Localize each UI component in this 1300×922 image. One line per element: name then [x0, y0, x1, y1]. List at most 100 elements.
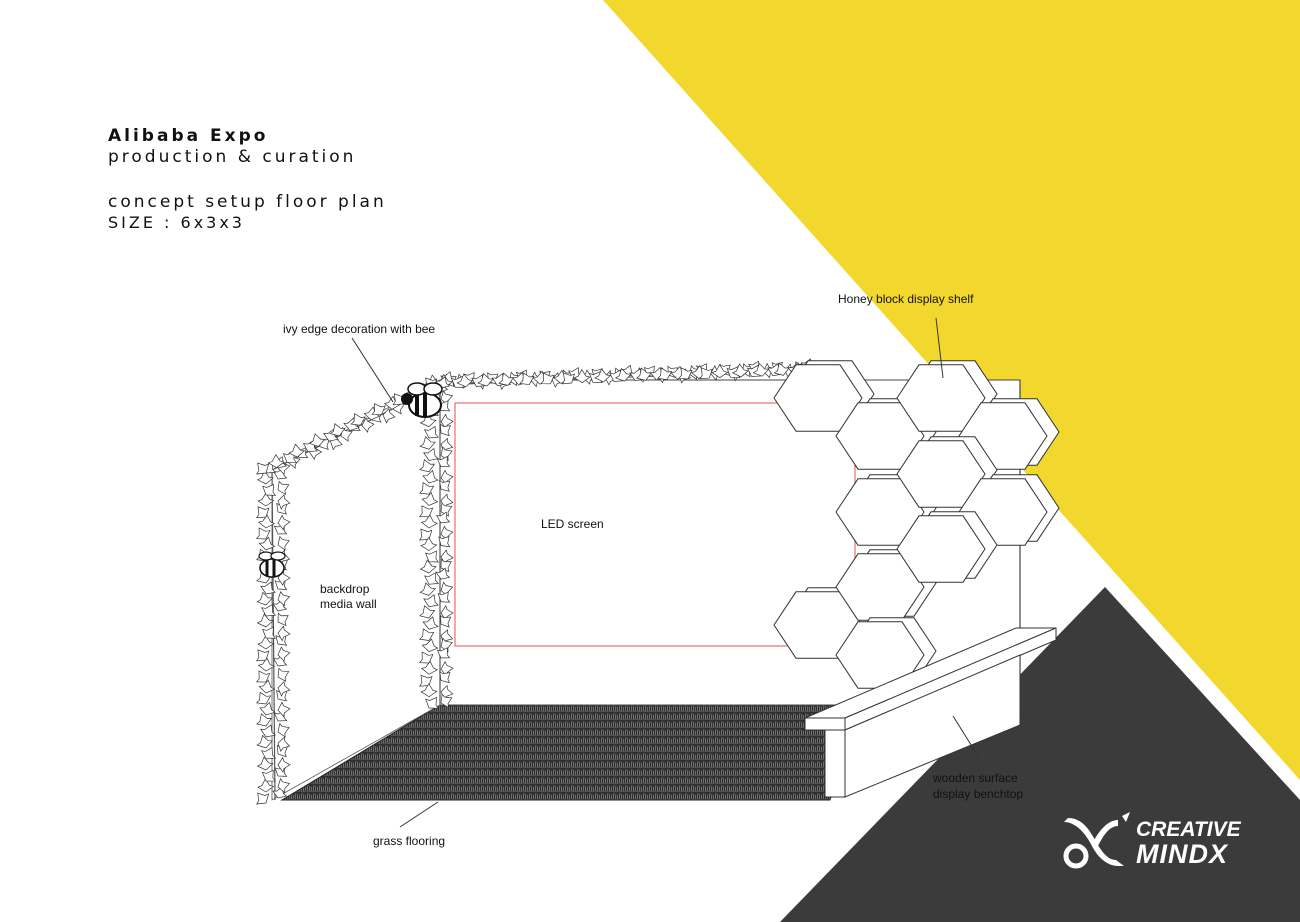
ivy-leaf	[422, 616, 439, 630]
ivy-leaf	[440, 446, 453, 462]
ivy-leaf	[418, 628, 435, 641]
ivy-leaf	[277, 535, 290, 551]
ivy-leaf	[594, 368, 612, 383]
ivy-leaf	[262, 626, 277, 639]
ivy-leaf	[437, 591, 451, 603]
ivy-leaf	[731, 363, 749, 378]
ivy-leaf	[440, 502, 453, 517]
ivy-leaf	[420, 514, 438, 529]
ivy-leaf	[440, 637, 453, 653]
ivy-leaf	[261, 604, 277, 617]
ivy-leaf	[255, 506, 270, 519]
ivy-leaf	[256, 792, 270, 805]
ivy-leaf	[423, 594, 439, 608]
logo-text-line1: CREATIVE	[1136, 818, 1241, 841]
ivy-leaf	[308, 433, 326, 447]
ivy-leaf	[439, 671, 451, 684]
ivy-leaf	[519, 372, 535, 385]
ivy-leaf	[340, 426, 353, 442]
ivy-leaf	[425, 550, 440, 563]
size-label: SIZE : 6x3x3	[108, 213, 245, 232]
ivy-leaf	[277, 680, 291, 697]
honey-block-shelf	[773, 360, 1060, 689]
bench-label-line1: wooden surface	[933, 771, 1018, 785]
bench-label-line2: display benchtop	[933, 787, 1024, 801]
x-swirl-logo-icon	[1063, 812, 1130, 869]
ivy-leaf	[277, 777, 291, 794]
ivy-leaf	[419, 436, 436, 450]
backdrop-label-line1: backdrop	[320, 582, 370, 596]
ivy-leaf	[573, 368, 591, 384]
ivy-leaf	[277, 480, 290, 496]
ivy-leaf	[419, 605, 436, 619]
ivy-leaf	[418, 651, 434, 664]
ivy-leaf	[350, 412, 366, 426]
ivy-leaf	[256, 734, 273, 749]
ivy-leaf	[361, 417, 375, 433]
ivy-leaf	[277, 756, 291, 773]
ivy-leaf	[256, 462, 270, 475]
ivy-leaf	[259, 701, 276, 716]
ivy-leaf	[262, 483, 277, 496]
ivy-leaf	[255, 670, 271, 683]
wooden-bench	[804, 627, 1057, 798]
ivy-leaf	[424, 572, 440, 585]
ivy-leaf	[436, 647, 451, 659]
ivy-leaf	[257, 514, 276, 529]
page-title: Alibaba Expo	[108, 126, 269, 146]
ivy-leaf	[277, 494, 291, 510]
ivy-leaf	[277, 646, 291, 662]
logo-text-line2: MINDX	[1136, 839, 1228, 869]
ivy-leaf	[382, 407, 396, 424]
ivy-label: ivy edge decoration with bee	[283, 322, 436, 336]
ivy-leaf	[288, 443, 306, 458]
ivy-leaf	[438, 536, 451, 548]
page-subtitle: production & curation	[108, 147, 357, 167]
ivy-leaf	[277, 625, 291, 642]
ivy-leaf	[277, 701, 291, 718]
ivy-leaf	[383, 395, 401, 410]
ivy-leaf	[418, 482, 435, 495]
ivy-leaf	[277, 667, 290, 682]
ivy-leaf	[435, 567, 451, 580]
grass-label: grass flooring	[373, 834, 446, 848]
ivy-leaf	[258, 536, 276, 551]
plan-title: concept setup floor plan	[108, 192, 387, 212]
ivy-leaf	[260, 581, 276, 595]
ivy-leaf	[256, 613, 274, 628]
ivy-leaf	[440, 558, 452, 573]
ivy-leaf	[255, 527, 271, 540]
ivy-leaf	[329, 423, 346, 437]
ivy-leaf	[440, 614, 452, 628]
ivy-leaf	[423, 447, 439, 461]
ivy-leaf	[255, 649, 270, 662]
ivy-leaf	[419, 582, 437, 596]
led-screen-label: LED screen	[541, 517, 604, 531]
ivy-leaf	[678, 367, 693, 380]
ivy-leaf	[435, 511, 451, 524]
ivy-leaf	[277, 514, 291, 531]
ivy-leaf	[267, 454, 285, 469]
ivy-leaf	[439, 480, 451, 492]
ivy-leaf	[419, 458, 436, 473]
ivy-leaf	[418, 505, 434, 518]
ivy-leaf	[421, 492, 439, 506]
bee-icon	[258, 551, 286, 578]
ivy-leaf	[256, 756, 274, 771]
ivy-leaf	[256, 591, 274, 606]
ivy-leaf	[256, 713, 273, 727]
ivy-leaf	[439, 423, 451, 437]
ivy-leaf	[421, 638, 439, 653]
ivy-leaf	[422, 469, 439, 484]
ivy-leaf	[711, 363, 729, 379]
honey-shelf-label: Honey block display shelf	[838, 292, 974, 306]
ivy-leaf	[261, 769, 277, 782]
ivy-leaf	[423, 425, 440, 439]
ivy-leaf	[277, 722, 290, 738]
ivy-leaf	[656, 367, 673, 380]
ivy-leaf	[420, 536, 438, 551]
ivy-leaf	[260, 746, 277, 760]
ivy-leaf	[420, 660, 439, 675]
dark-triangle	[780, 587, 1300, 922]
